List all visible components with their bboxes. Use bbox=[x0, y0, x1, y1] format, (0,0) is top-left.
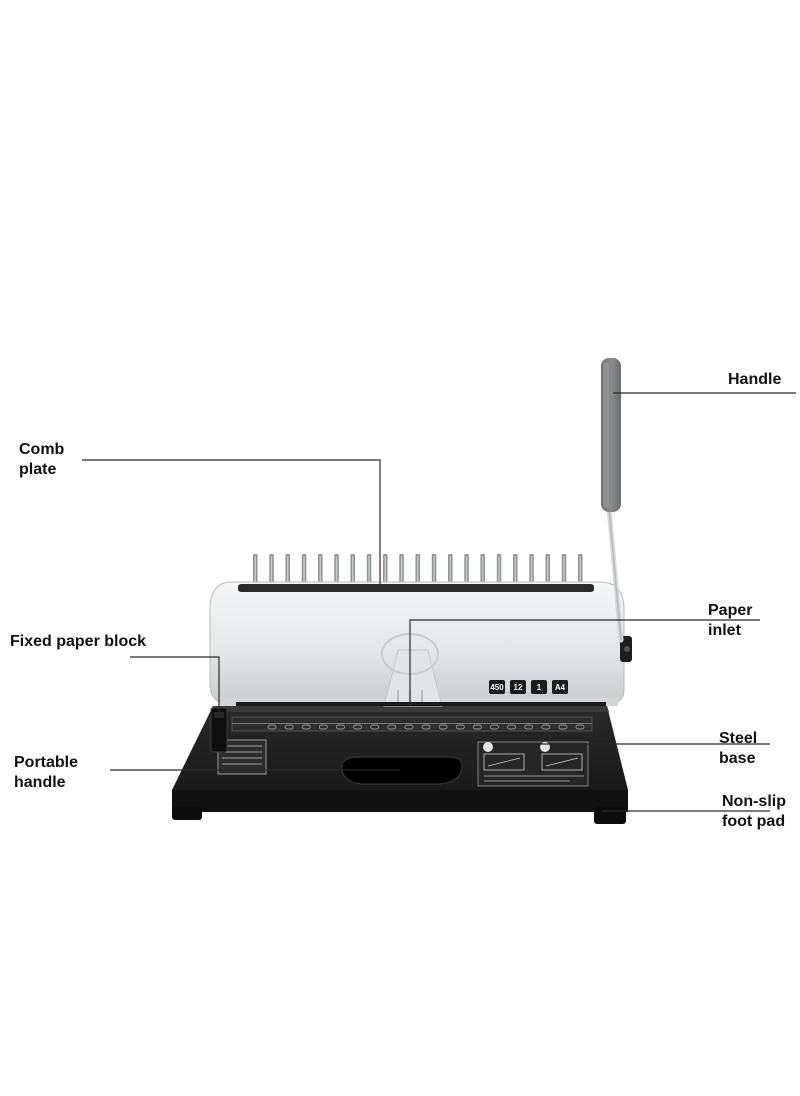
leader-fixed-paper-block bbox=[130, 656, 220, 712]
scale-hole bbox=[404, 724, 414, 730]
control-button-face bbox=[489, 680, 505, 694]
side-knob bbox=[620, 636, 632, 662]
comb-tooth-highlight bbox=[579, 556, 581, 586]
control-button-1[interactable]: 12 bbox=[510, 680, 526, 694]
comb-tooth-highlight bbox=[270, 556, 273, 586]
comb-tooth-highlight bbox=[417, 556, 419, 586]
comb-tooth-highlight bbox=[368, 556, 370, 586]
scale-hole bbox=[455, 724, 465, 730]
comb-tooth-highlight bbox=[547, 556, 549, 586]
comb-tooth-highlight bbox=[563, 556, 565, 586]
label-paper-inlet: Paper inlet bbox=[708, 602, 753, 639]
control-button-label: 450 bbox=[490, 683, 504, 692]
label-handle: Handle bbox=[728, 371, 782, 388]
scale-hole bbox=[524, 724, 534, 730]
handle[interactable] bbox=[601, 358, 624, 643]
control-button-0[interactable]: 450 bbox=[489, 680, 505, 694]
portable-handle-cutout bbox=[341, 756, 463, 785]
comb-tooth-highlight bbox=[400, 556, 403, 586]
comb-tooth-highlight bbox=[465, 556, 468, 586]
fixed-paper-block bbox=[210, 707, 228, 753]
comb-tooth-highlight bbox=[449, 556, 451, 586]
control-button-label: A4 bbox=[555, 683, 566, 692]
scale-hole bbox=[267, 724, 277, 730]
scale-hole bbox=[541, 724, 551, 730]
comb-tooth-highlight bbox=[514, 556, 516, 586]
scale-hole bbox=[507, 724, 516, 730]
scale-hole bbox=[284, 724, 294, 730]
control-buttons: 450 12 1 A4 bbox=[489, 680, 568, 694]
leader-paper-inlet bbox=[409, 619, 760, 706]
scale-hole bbox=[301, 724, 311, 730]
label-comb-plate: Comb plate bbox=[19, 441, 65, 478]
scale-hole bbox=[370, 724, 380, 730]
control-button-label: 12 bbox=[514, 683, 523, 692]
scale-hole bbox=[387, 724, 397, 730]
control-button-3[interactable]: A4 bbox=[552, 680, 568, 694]
scale-hole bbox=[318, 724, 328, 730]
scale-hole bbox=[353, 724, 362, 730]
scale-holes bbox=[267, 724, 585, 730]
label-fixed-paper-block: Fixed paper block bbox=[10, 633, 147, 650]
comb-tooth-highlight bbox=[482, 556, 484, 586]
paper-scale-strip bbox=[231, 716, 593, 732]
foot-pad-left bbox=[172, 806, 202, 820]
control-button-face bbox=[552, 680, 568, 694]
label-non-slip-foot-pad: Non-slip foot pad bbox=[722, 793, 786, 830]
comb-tooth-highlight bbox=[335, 556, 338, 586]
comb-tooth-highlight bbox=[433, 556, 435, 586]
control-button-2[interactable]: 1 bbox=[531, 680, 547, 694]
comb-plate bbox=[253, 554, 583, 588]
control-button-label: 1 bbox=[537, 683, 542, 692]
instruction-panel-right bbox=[477, 741, 589, 787]
comb-tooth-highlight bbox=[287, 556, 289, 586]
comb-tooth-highlight bbox=[254, 556, 256, 586]
comb-tooth-highlight bbox=[530, 556, 533, 586]
scale-hole bbox=[438, 724, 448, 730]
scale-hole bbox=[336, 724, 345, 730]
scale-hole bbox=[472, 724, 482, 730]
control-button-face bbox=[531, 680, 547, 694]
comb-tooth-highlight bbox=[319, 556, 321, 586]
control-button-face bbox=[510, 680, 526, 694]
comb-tooth-highlight bbox=[384, 556, 386, 586]
label-portable-handle: Portable handle bbox=[14, 754, 79, 791]
scale-hole bbox=[575, 724, 585, 730]
comb-tooth-highlight bbox=[498, 556, 500, 586]
scale-hole bbox=[558, 724, 568, 730]
leader-comb-plate bbox=[82, 459, 381, 586]
comb-tooth-highlight bbox=[303, 556, 305, 586]
label-steel-base: Steel base bbox=[719, 730, 758, 767]
comb-tooth-highlight bbox=[352, 556, 354, 586]
foot-pad-right bbox=[594, 806, 626, 824]
leader-lines bbox=[82, 392, 796, 812]
scale-hole bbox=[490, 724, 499, 730]
scale-hole bbox=[421, 724, 431, 730]
